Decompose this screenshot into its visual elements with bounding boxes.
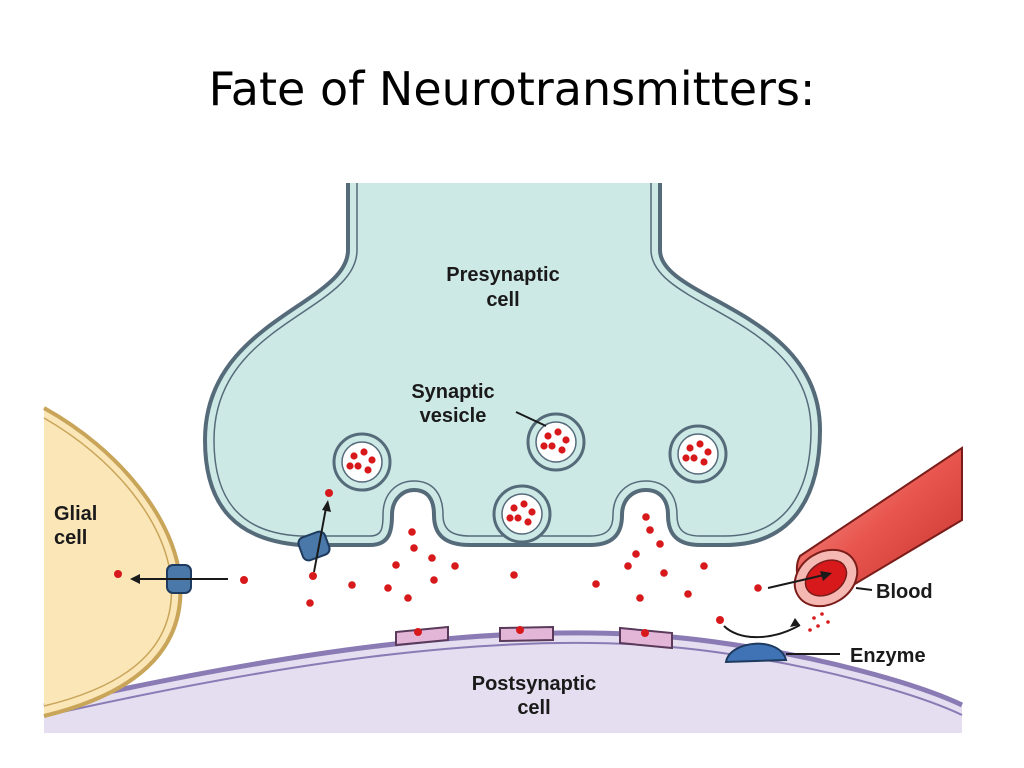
synaptic-vesicles xyxy=(332,412,728,544)
label-enzyme: Enzyme xyxy=(850,645,926,667)
blood-vessel xyxy=(767,446,963,608)
label-presynaptic-line2: cell xyxy=(486,289,519,311)
receptor xyxy=(619,626,673,650)
label-vesicle-line2: vesicle xyxy=(420,405,487,427)
label-postsynaptic-line2: cell xyxy=(517,697,550,719)
synaptic-vesicle xyxy=(492,484,552,544)
vesicle-pointer xyxy=(515,411,547,427)
label-glial-line2: cell xyxy=(54,527,87,549)
label-presynaptic-line1: Presynaptic xyxy=(446,264,559,286)
presynaptic-transporter xyxy=(297,530,331,562)
enzyme xyxy=(716,612,840,664)
label-glial-line1: Glial xyxy=(54,503,97,525)
synaptic-vesicle xyxy=(668,424,728,484)
label-blood: Blood xyxy=(876,581,933,603)
synaptic-vesicle xyxy=(332,432,392,492)
neurotransmitters xyxy=(306,513,762,607)
synaptic-vesicle xyxy=(526,412,586,472)
slide-title: Fate of Neurotransmitters: xyxy=(208,62,816,116)
receptors xyxy=(395,625,673,650)
receptor xyxy=(499,625,554,643)
label-postsynaptic-line1: Postsynaptic xyxy=(472,673,596,695)
glial-cell xyxy=(43,406,248,718)
label-vesicle-line1: Synaptic xyxy=(411,381,494,403)
receptor xyxy=(395,625,449,647)
reuptake-arrow xyxy=(309,489,333,580)
